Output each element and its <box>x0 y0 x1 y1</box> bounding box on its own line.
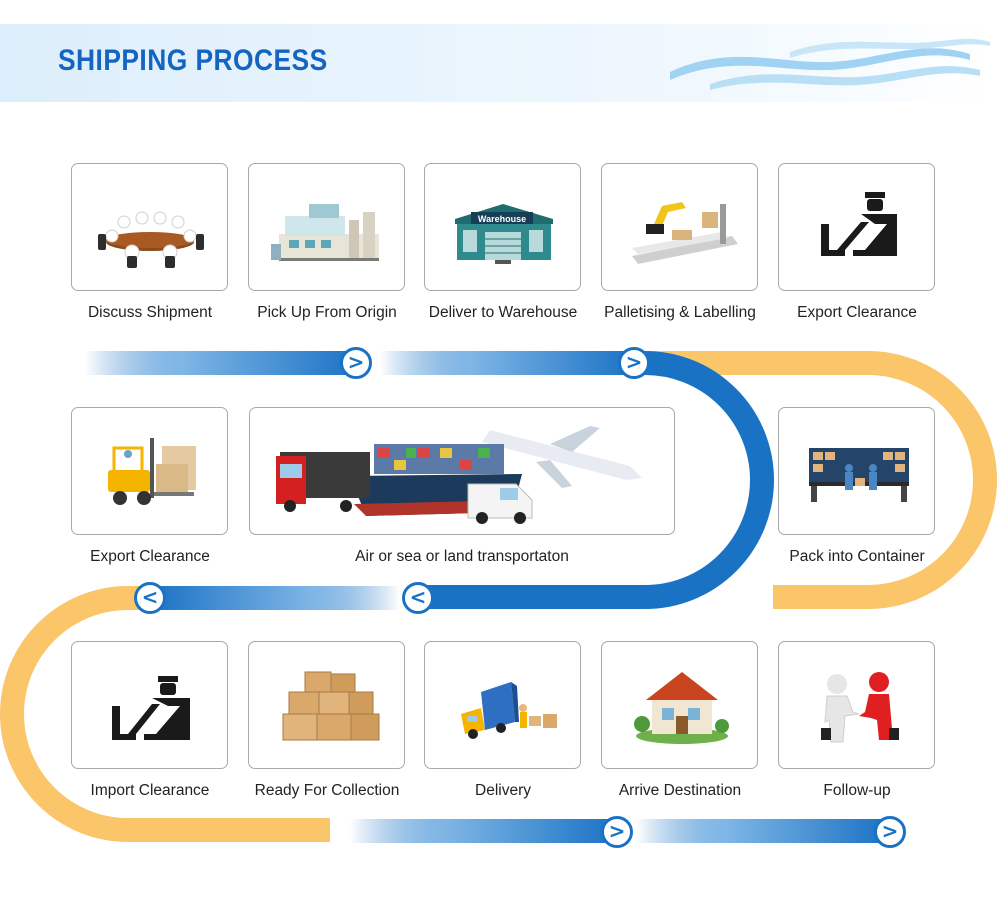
step-card-export-clearance-2 <box>71 407 228 535</box>
delivery-truck-icon <box>461 682 557 739</box>
customs-officer-icon <box>112 676 190 740</box>
step-card-transport <box>249 407 675 535</box>
packing-workers-icon <box>809 448 909 502</box>
handshake-icon <box>821 672 899 743</box>
customs-officer-icon <box>821 192 897 256</box>
factory-icon <box>271 204 379 261</box>
header-banner: SHIPPING PROCESS <box>0 24 1000 102</box>
step-card-pick-up <box>248 163 405 291</box>
boxes-icon <box>282 671 380 741</box>
warehouse-sign-text: Warehouse <box>478 214 526 224</box>
prev-arrow-button[interactable]: < <box>402 582 434 614</box>
step-label: Pick Up From Origin <box>257 304 397 321</box>
forklift-icon <box>108 438 196 505</box>
step-card-arrive-destination <box>601 641 758 769</box>
step-label: Deliver to Warehouse <box>428 304 578 321</box>
step-label: Follow-up <box>823 782 891 799</box>
step-label: Air or sea or land transportaton <box>355 548 569 565</box>
step-card-import-clearance <box>71 641 228 769</box>
step-card-discuss-shipment <box>71 163 228 291</box>
step-card-ready-collection <box>248 641 405 769</box>
step-label: Palletising & Labelling <box>604 304 756 321</box>
house-icon <box>634 672 729 744</box>
step-label: Discuss Shipment <box>87 304 213 321</box>
page-title: SHIPPING PROCESS <box>58 44 328 77</box>
step-label: Import Clearance <box>90 782 210 799</box>
prev-arrow-button[interactable]: < <box>134 582 166 614</box>
step-card-follow-up <box>778 641 935 769</box>
meeting-icon <box>98 211 204 268</box>
step-label: Ready For Collection <box>254 782 400 799</box>
wave-decoration-icon <box>670 38 990 90</box>
step-label: Export Clearance <box>90 548 210 565</box>
step-label: Export Clearance <box>797 304 917 321</box>
step-card-export-clearance <box>778 163 935 291</box>
step-card-warehouse: Warehouse <box>424 163 581 291</box>
next-arrow-button[interactable]: > <box>601 816 633 848</box>
next-arrow-button[interactable]: > <box>618 347 650 379</box>
next-arrow-button[interactable]: > <box>340 347 372 379</box>
robot-arm-icon <box>632 202 738 264</box>
step-card-palletising <box>601 163 758 291</box>
next-arrow-button[interactable]: > <box>874 816 906 848</box>
transport-icon <box>276 426 642 524</box>
step-card-pack-container <box>778 407 935 535</box>
step-label: Pack into Container <box>789 548 925 565</box>
step-label: Delivery <box>475 782 531 799</box>
step-label: Arrive Destination <box>618 782 742 799</box>
step-card-delivery <box>424 641 581 769</box>
warehouse-icon: Warehouse <box>455 204 553 264</box>
